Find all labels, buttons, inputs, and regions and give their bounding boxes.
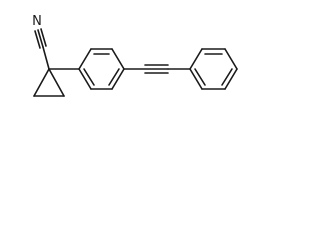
nitrile-triple-bond-right xyxy=(40,28,47,47)
cyclopropane-ring xyxy=(33,68,65,97)
bond-ring-to-nitrile-carbon xyxy=(42,46,50,70)
phenylene-double-bond-right xyxy=(108,68,120,86)
nitrile-group: N xyxy=(32,14,50,70)
cyclopropane-bond-top-left xyxy=(33,68,50,97)
nitrile-nitrogen-label: N xyxy=(32,14,42,29)
phenyl-double-bond-left xyxy=(194,68,206,86)
cyclopropane-bond-top-right xyxy=(48,68,65,97)
nitrile-triple-bond-center xyxy=(37,29,44,48)
terminal-phenyl-ring xyxy=(189,48,238,90)
phenylene-bond-4 xyxy=(111,68,125,90)
phenyl-bond-6 xyxy=(189,68,203,90)
phenyl-bond-1 xyxy=(189,48,203,70)
phenylene-bond-1 xyxy=(78,48,92,70)
chemical-structure-diagram: N xyxy=(0,0,272,114)
phenyl-bond-4 xyxy=(224,68,238,90)
phenyl-bond-3 xyxy=(224,48,238,70)
phenylene-double-bond-left xyxy=(83,68,95,86)
phenylene-bond-3 xyxy=(111,48,125,70)
phenylene-bond-6 xyxy=(78,68,92,90)
central-phenylene-ring xyxy=(78,48,125,90)
phenyl-double-bond-right xyxy=(221,68,233,86)
nitrile-triple-bond-left xyxy=(34,30,41,49)
alkyne-linker xyxy=(123,64,169,74)
